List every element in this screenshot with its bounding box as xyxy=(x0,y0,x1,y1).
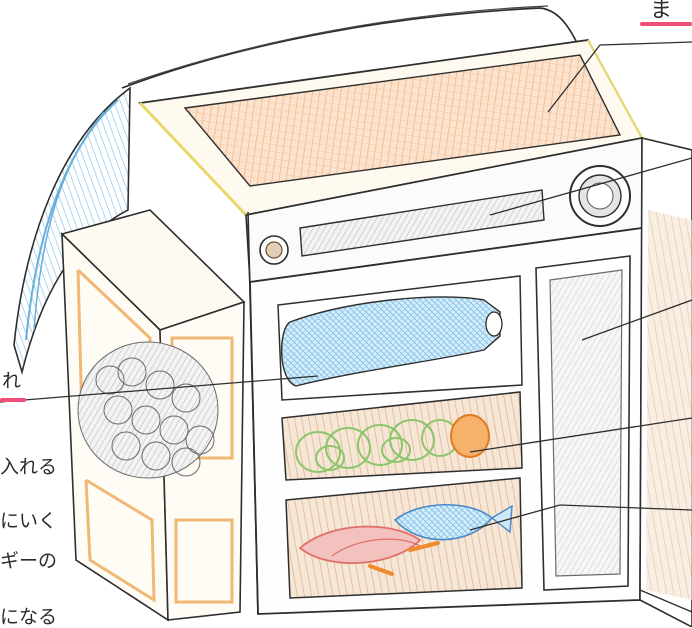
annotation-left-3: にいく xyxy=(0,512,57,531)
right-compartment xyxy=(536,256,630,590)
mesh-panel xyxy=(78,342,218,478)
annotation-left-4: ギーの xyxy=(0,552,57,571)
shelf-fish xyxy=(286,478,522,598)
right-side-panel xyxy=(640,138,692,627)
annotation-top-right: ま xyxy=(650,0,672,22)
left-highlight xyxy=(0,398,26,402)
round-vent-icon-right xyxy=(570,166,630,226)
annotation-left-1: れ xyxy=(2,372,21,391)
round-vent-icon-left xyxy=(260,236,288,264)
annotation-left-2: 入れる xyxy=(0,458,57,477)
annotation-left-5: になる xyxy=(0,608,57,627)
left-side-box xyxy=(62,210,244,620)
